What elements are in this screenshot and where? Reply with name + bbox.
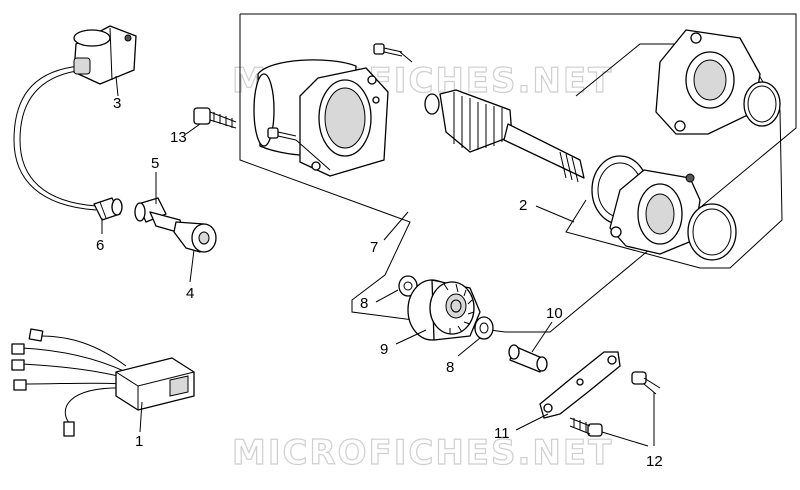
motor-screws	[267, 43, 413, 171]
watermark-bottom: MICROFICHES.NET	[232, 433, 613, 473]
leader-8b	[457, 337, 481, 357]
starter-motor-frame	[239, 13, 797, 333]
pin	[508, 344, 548, 373]
screw-13	[193, 107, 237, 129]
leader-4	[189, 249, 195, 283]
callout-6: 6	[96, 237, 104, 254]
bolt-upper	[631, 371, 661, 395]
callout-5: 5	[151, 155, 159, 172]
callout-13: 13	[170, 129, 187, 146]
starter-motor	[253, 59, 389, 177]
spark-plug-cap	[93, 197, 123, 221]
leader-13	[185, 123, 201, 135]
washer-bottom	[474, 316, 494, 340]
leader-10	[531, 321, 553, 353]
callout-9: 9	[380, 341, 388, 358]
callout-4: 4	[186, 285, 194, 302]
leader-3	[115, 75, 119, 97]
leader-8a	[375, 289, 399, 303]
end-bracket-2	[591, 155, 737, 261]
armature	[424, 89, 585, 183]
callout-11: 11	[494, 425, 510, 442]
callout-8-top: 8	[360, 295, 368, 312]
leader-9	[395, 329, 427, 345]
cdi-unit	[11, 328, 195, 437]
washer-top	[398, 275, 418, 297]
leader-11	[515, 413, 549, 431]
leader-12	[601, 392, 655, 447]
callout-3: 3	[113, 95, 121, 112]
callout-2: 2	[519, 197, 527, 214]
bracket-group-frame	[565, 43, 783, 269]
leader-7	[383, 211, 409, 241]
bolt-lower	[569, 417, 603, 437]
spark-plug-boot	[173, 221, 217, 253]
leader-1	[139, 401, 143, 433]
callout-7: 7	[370, 239, 378, 256]
end-bracket-top	[655, 29, 781, 135]
leader-2	[535, 205, 575, 223]
callout-1: 1	[135, 433, 143, 450]
lever-plate	[539, 351, 621, 419]
ignition-coil	[13, 25, 137, 211]
callout-8-bottom: 8	[446, 359, 454, 376]
callout-10: 10	[546, 305, 563, 322]
starter-pinion-gear	[407, 279, 481, 341]
callout-12: 12	[646, 453, 663, 470]
